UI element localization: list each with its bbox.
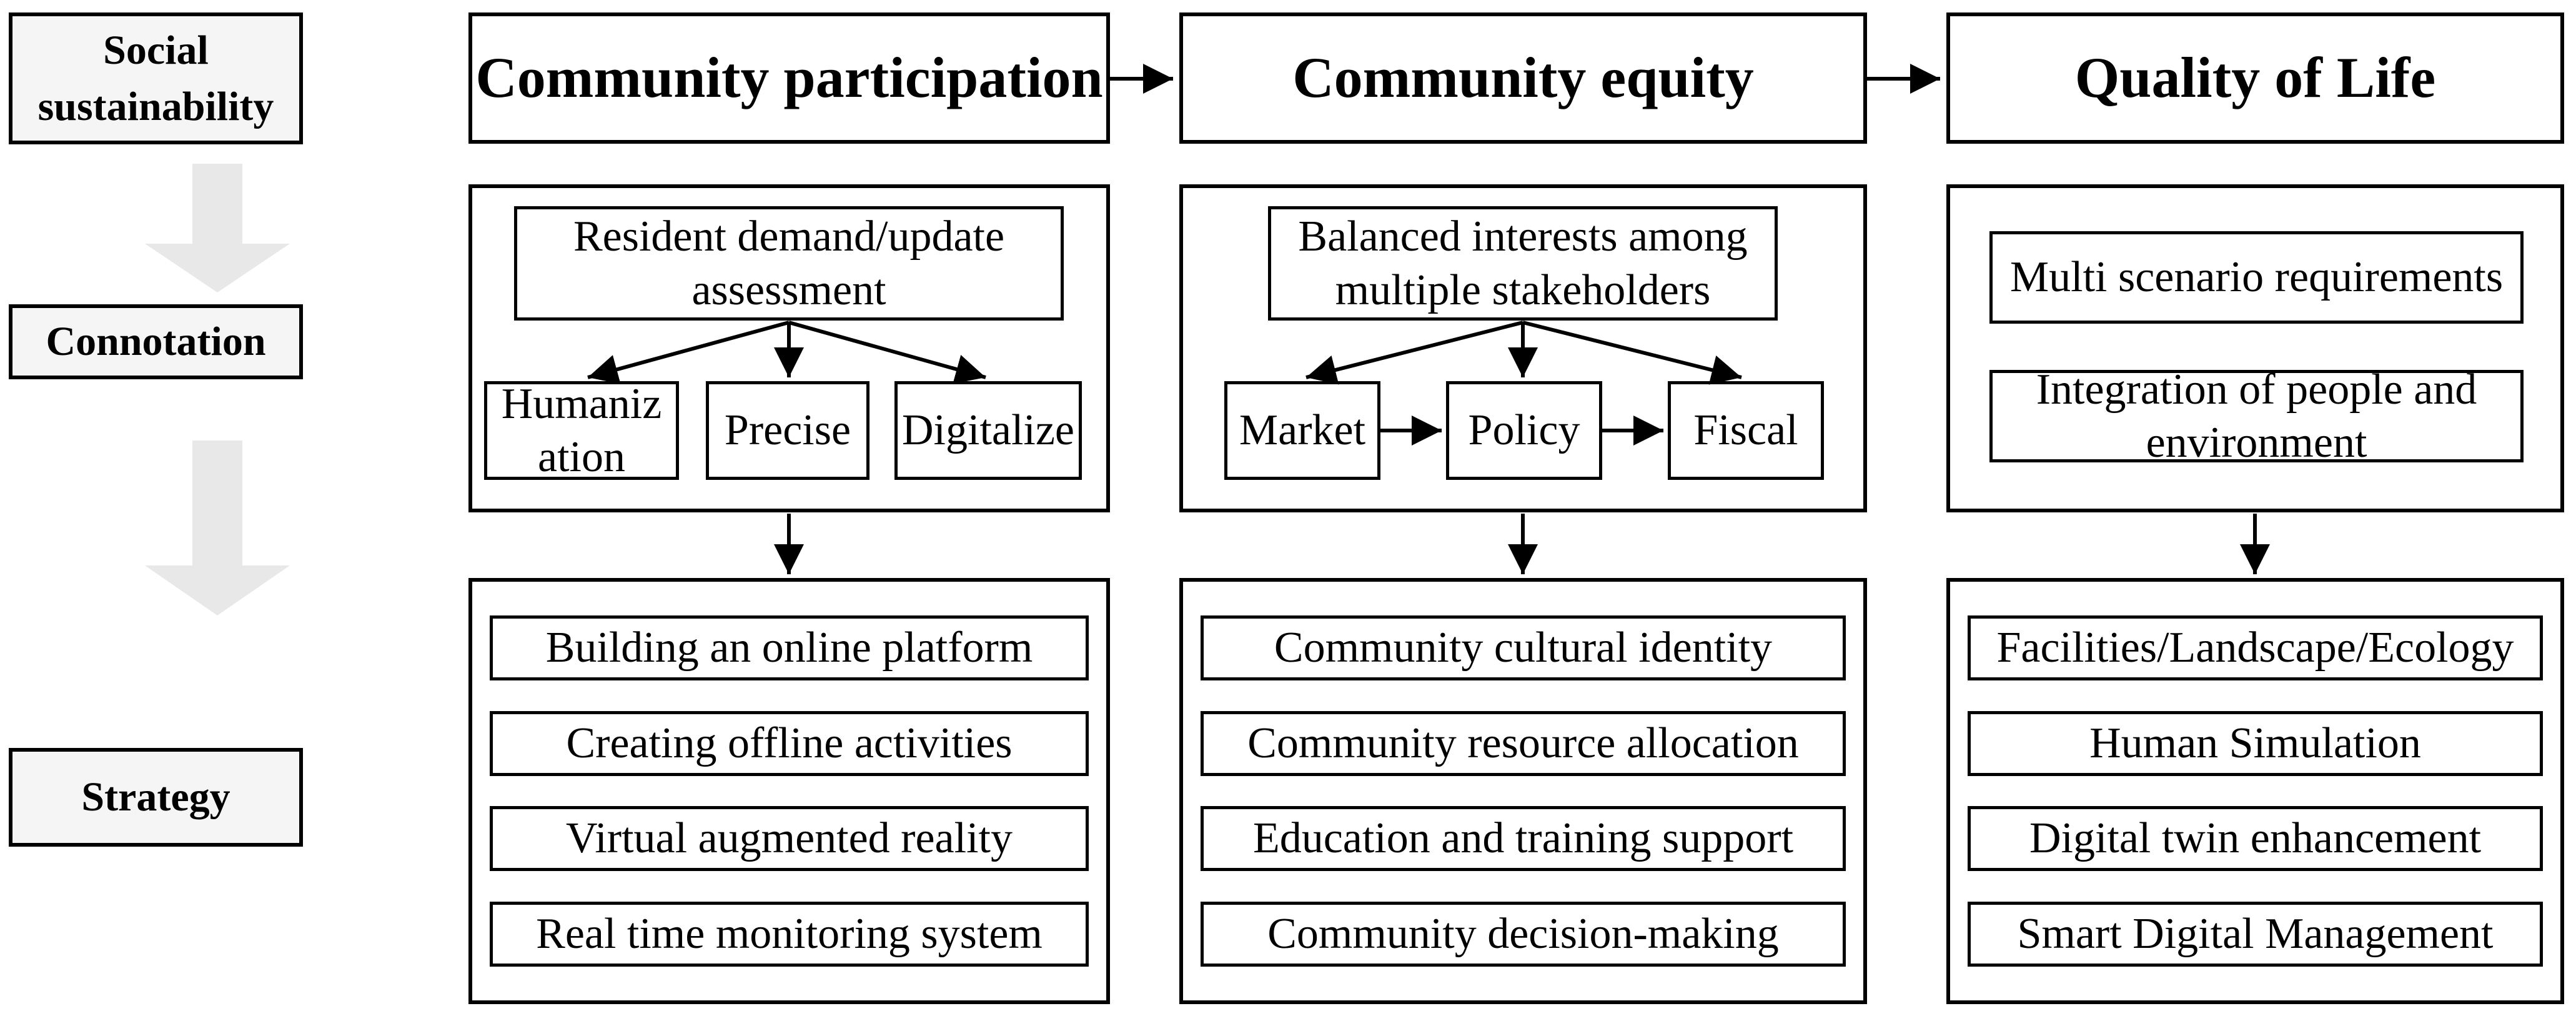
market-label: Market: [1239, 406, 1366, 455]
integration-people-environment-label: Integration of people and environment: [2036, 365, 2477, 467]
precise-box: Precise: [706, 381, 869, 480]
resident-demand-label: Resident demand/update assessment: [573, 212, 1005, 314]
strategy-item-label: Real time monitoring system: [536, 909, 1043, 958]
strategy-label: Strategy: [81, 774, 230, 820]
connotation-label: Connotation: [46, 319, 266, 365]
header-quality-of-life-label: Quality of Life: [2074, 46, 2436, 110]
strategy-item: Community decision-making: [1201, 901, 1846, 967]
strategy-item-label: Human Simulation: [2089, 719, 2421, 767]
strategy-panel-participation: Building an online platform Creating off…: [468, 578, 1110, 1004]
humanization-box: Humaniz ation: [484, 380, 679, 481]
policy-label: Policy: [1468, 406, 1580, 455]
strategy-item: Building an online platform: [490, 615, 1089, 680]
digitalize-box: Digitalize: [894, 381, 1082, 480]
strategy-item: Community cultural identity: [1201, 615, 1846, 680]
header-community-equity-label: Community equity: [1292, 46, 1754, 110]
social-sustainability-label: Social sustainability: [37, 27, 274, 129]
resident-demand-box: Resident demand/update assessment: [514, 206, 1064, 321]
strategy-item: Smart Digital Management: [1968, 901, 2543, 967]
strategy-item-label: Community resource allocation: [1247, 719, 1799, 767]
humanization-label: Humaniz ation: [501, 379, 662, 481]
digitalize-label: Digitalize: [902, 406, 1075, 455]
strategy-item: Virtual augmented reality: [490, 806, 1089, 872]
strategy-item: Community resource allocation: [1201, 710, 1846, 776]
strategy-item-label: Education and training support: [1252, 814, 1794, 863]
strategy-panel-quality: Facilities/Landscape/Ecology Human Simul…: [1946, 578, 2564, 1004]
strategy-item-label: Digital twin enhancement: [2029, 814, 2482, 863]
balanced-interests-box: Balanced interests among multiple stakeh…: [1268, 206, 1778, 321]
strategy-panel-equity: Community cultural identity Community re…: [1179, 578, 1867, 1004]
strategy-item: Digital twin enhancement: [1968, 806, 2543, 872]
market-box: Market: [1224, 381, 1380, 480]
policy-box: Policy: [1446, 381, 1602, 480]
strategy-item: Creating offline activities: [490, 710, 1089, 776]
strategy-item-label: Virtual augmented reality: [566, 814, 1013, 863]
strategy-item: Real time monitoring system: [490, 901, 1089, 967]
balanced-interests-label: Balanced interests among multiple stakeh…: [1298, 212, 1748, 314]
strategy-item-label: Community decision-making: [1267, 909, 1779, 958]
precise-label: Precise: [724, 406, 851, 455]
integration-people-environment-box: Integration of people and environment: [1989, 366, 2524, 467]
social-sustainability-box: Social sustainability: [9, 12, 303, 144]
strategy-item-label: Community cultural identity: [1274, 624, 1773, 672]
strategy-item: Education and training support: [1201, 806, 1846, 872]
flow-arrow-down-icon: [145, 441, 290, 615]
strategy-item-label: Smart Digital Management: [2017, 909, 2494, 958]
fiscal-label: Fiscal: [1693, 406, 1798, 455]
multi-scenario-box: Multi scenario requirements: [1989, 231, 2524, 324]
header-quality-of-life: Quality of Life: [1946, 12, 2564, 144]
strategy-item-label: Creating offline activities: [566, 719, 1013, 767]
fiscal-box: Fiscal: [1668, 381, 1824, 480]
header-community-equity: Community equity: [1179, 12, 1867, 144]
multi-scenario-label: Multi scenario requirements: [2009, 253, 2504, 302]
header-community-participation: Community participation: [468, 12, 1110, 144]
header-community-participation-label: Community participation: [475, 46, 1103, 110]
strategy-item: Human Simulation: [1968, 710, 2543, 776]
flow-arrow-down-icon: [145, 164, 290, 292]
strategy-box: Strategy: [9, 748, 303, 847]
strategy-item: Facilities/Landscape/Ecology: [1968, 615, 2543, 680]
strategy-item-label: Facilities/Landscape/Ecology: [1996, 624, 2514, 672]
strategy-item-label: Building an online platform: [545, 624, 1033, 672]
connotation-box: Connotation: [9, 304, 303, 379]
